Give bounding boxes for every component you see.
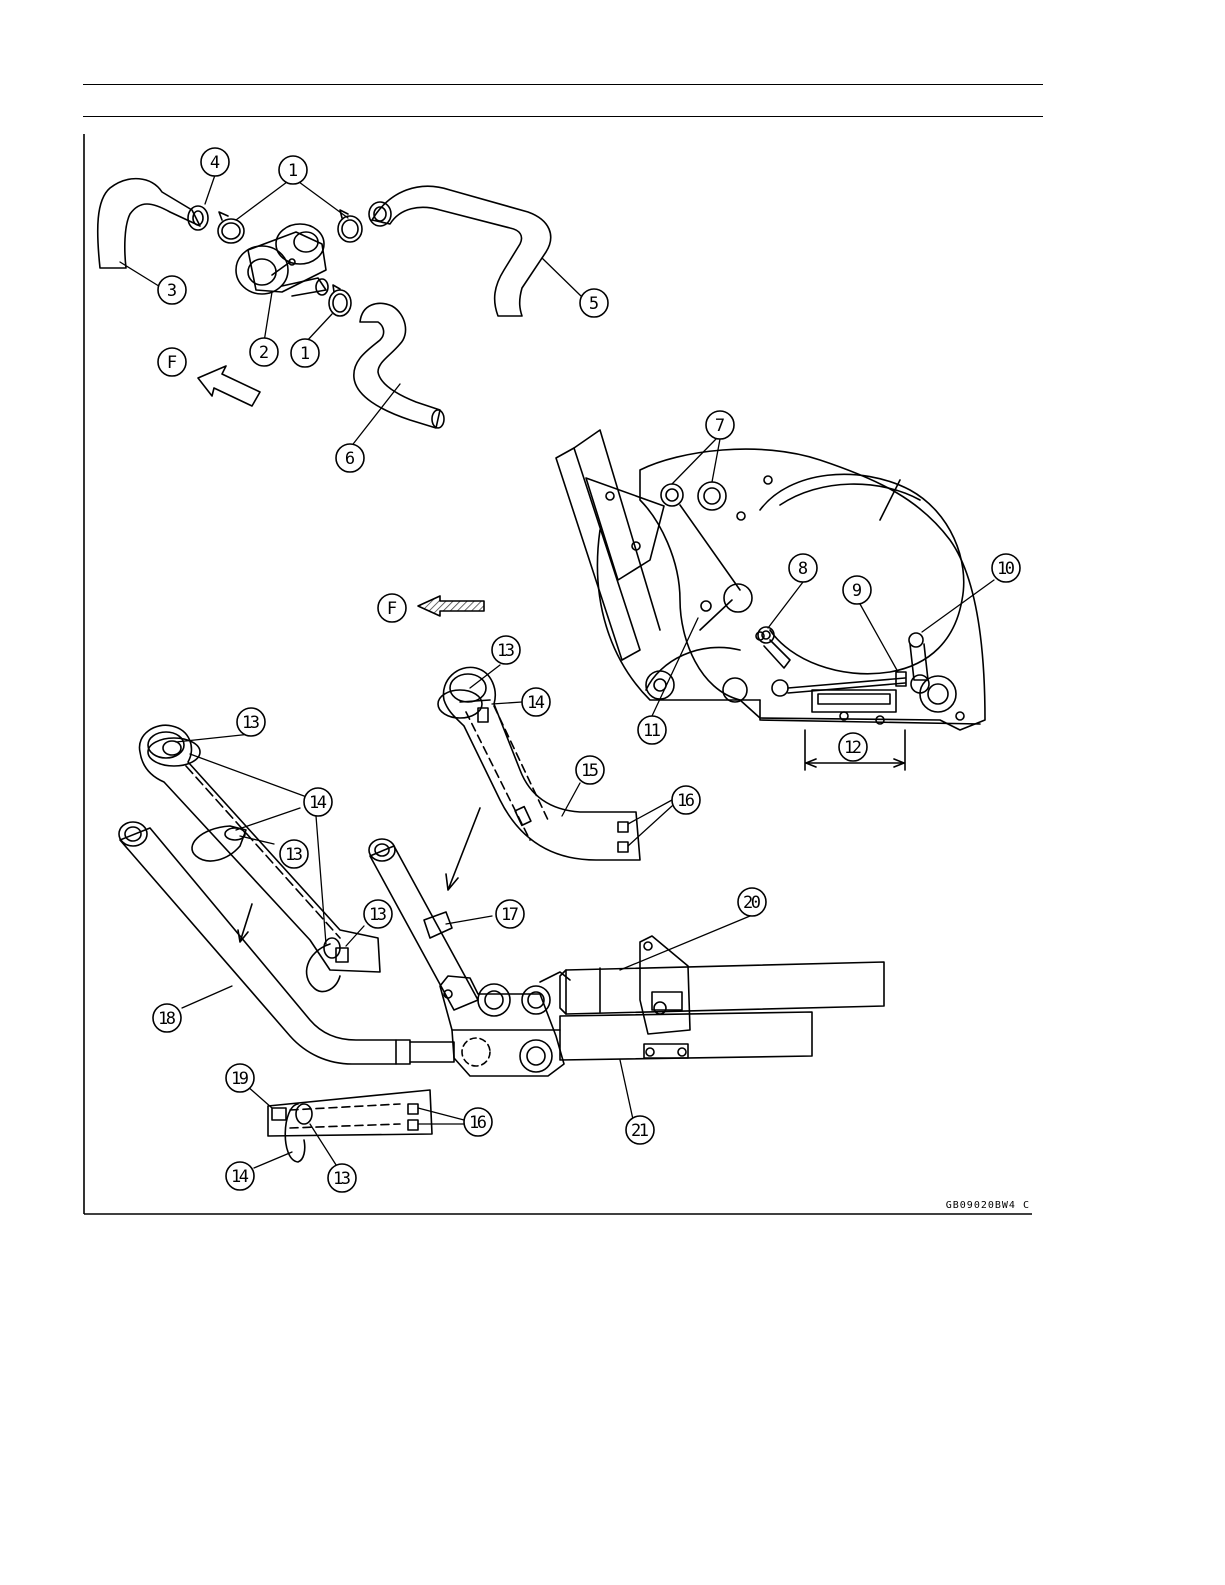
engine-crankcase xyxy=(556,430,985,730)
callout-number: 4 xyxy=(210,153,220,173)
band-clamp-14-b xyxy=(192,826,246,861)
callout-number: 2 xyxy=(259,343,269,363)
callout-number: 16 xyxy=(677,791,695,811)
callout-1-1: 1 xyxy=(279,156,307,184)
direction-label-f-upper: F xyxy=(158,348,186,376)
callout-14-3: 14 xyxy=(226,1162,254,1190)
callout-number: 1 xyxy=(300,344,310,364)
callout-number: 9 xyxy=(852,581,862,601)
callout-number: 3 xyxy=(167,281,177,301)
callout-number: 17 xyxy=(501,905,519,925)
callout-17-1: 17 xyxy=(496,900,524,928)
hose-6 xyxy=(354,303,440,428)
callout-number: 8 xyxy=(798,559,808,579)
callout-19-1: 19 xyxy=(226,1064,254,1092)
hose-5 xyxy=(372,186,551,316)
band-clamp-14-d xyxy=(438,690,482,718)
muffler-21 xyxy=(560,1012,812,1060)
callout-number: 6 xyxy=(345,449,355,469)
callout-number: 13 xyxy=(369,905,387,925)
direction-arrow-open xyxy=(198,366,260,406)
callout-number: 15 xyxy=(581,761,599,781)
callout-number: 16 xyxy=(469,1113,487,1133)
callout-2-1: 2 xyxy=(250,338,278,366)
callout-9-1: 9 xyxy=(843,576,871,604)
figure-code: GB09020BW4 C xyxy=(946,1200,1030,1211)
callout-13-2: 13 xyxy=(237,708,265,736)
callout-15-1: 15 xyxy=(576,756,604,784)
callout-number: 14 xyxy=(309,793,327,813)
direction-label-f-lower: F xyxy=(378,594,406,622)
direction-label-text: F xyxy=(387,599,397,619)
callout-14-2: 14 xyxy=(304,788,332,816)
valve-2 xyxy=(236,224,328,296)
callout-12-1: 12 xyxy=(839,733,867,761)
callout-number: 13 xyxy=(242,713,260,733)
callout-number: 13 xyxy=(497,641,515,661)
callout-number: 19 xyxy=(231,1069,249,1089)
callout-5-1: 5 xyxy=(580,289,608,317)
clamp-1-lower xyxy=(329,285,351,316)
callout-number: 20 xyxy=(743,893,761,913)
callout-number: 10 xyxy=(997,559,1015,579)
callout-16-1: 16 xyxy=(672,786,700,814)
callout-21-1: 21 xyxy=(626,1116,654,1144)
callout-18-1: 18 xyxy=(153,1004,181,1032)
callout-13-3: 13 xyxy=(280,840,308,868)
muffler-20 xyxy=(560,936,884,1034)
callout-10-1: 10 xyxy=(992,554,1020,582)
callout-number: 5 xyxy=(589,294,599,314)
assembly-arrow-1 xyxy=(446,808,480,890)
direction-label-text: F xyxy=(167,353,177,373)
callout-13-4: 13 xyxy=(364,900,392,928)
callout-number: 14 xyxy=(527,693,545,713)
callout-13-1: 13 xyxy=(492,636,520,664)
hose-3 xyxy=(98,179,200,268)
callout-3-1: 3 xyxy=(158,276,186,304)
callout-number: 13 xyxy=(333,1169,351,1189)
clamp-1-right xyxy=(338,210,362,242)
callout-13-5: 13 xyxy=(328,1164,356,1192)
heat-guard-left xyxy=(139,725,380,972)
callout-11-1: 11 xyxy=(638,716,666,744)
callout-number: 14 xyxy=(231,1167,249,1187)
callout-14-1: 14 xyxy=(522,688,550,716)
callout-6-1: 6 xyxy=(336,444,364,472)
callout-20-1: 20 xyxy=(738,888,766,916)
exhaust-chamber xyxy=(440,972,570,1076)
callout-1-2: 1 xyxy=(291,339,319,367)
callout-number: 21 xyxy=(631,1121,649,1141)
callout-7-1: 7 xyxy=(706,411,734,439)
hose-3-end xyxy=(188,206,208,230)
callout-4-1: 4 xyxy=(201,148,229,176)
heat-guard-19 xyxy=(268,1090,432,1136)
callout-number: 12 xyxy=(844,738,862,758)
band-clamp-14-c xyxy=(307,938,340,992)
callout-number: 18 xyxy=(158,1009,176,1029)
callout-number: 7 xyxy=(715,416,725,436)
callout-8-1: 8 xyxy=(789,554,817,582)
callout-number: 11 xyxy=(643,721,661,741)
callout-number: 1 xyxy=(288,161,298,181)
callout-16-2: 16 xyxy=(464,1108,492,1136)
leader-lines xyxy=(120,175,994,1168)
direction-arrow-hatched xyxy=(418,596,484,616)
callout-number: 13 xyxy=(285,845,303,865)
